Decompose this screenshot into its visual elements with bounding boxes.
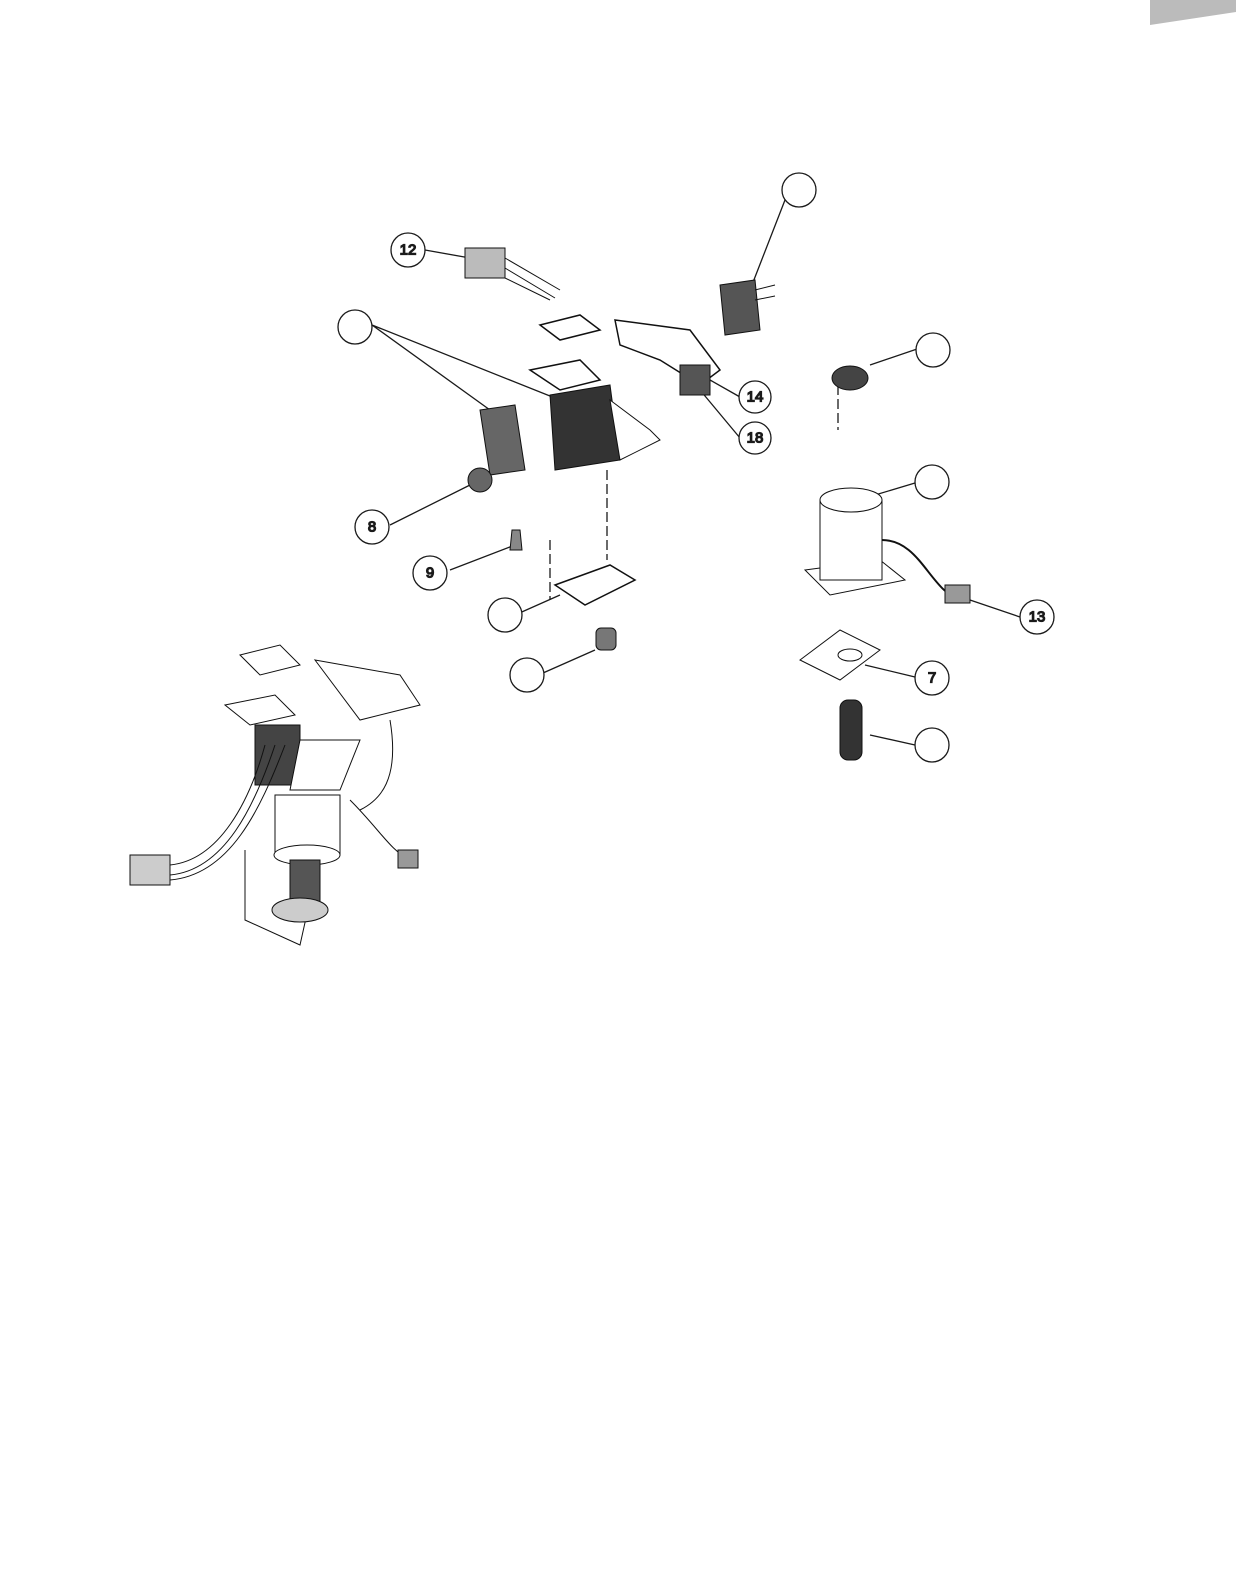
callout-18: 18 (738, 421, 772, 455)
leader-coil (874, 482, 916, 496)
callout-7: 7 (914, 660, 950, 696)
callout-9: 9 (412, 555, 448, 591)
svg-text:12: 12 (400, 242, 417, 259)
switch-top (719, 279, 776, 336)
cap (831, 365, 869, 391)
svg-text:14: 14 (747, 389, 764, 406)
callout-8: 8 (354, 509, 390, 545)
leader-18 (699, 389, 741, 439)
leader-plunger (542, 649, 596, 674)
callout-spring (914, 727, 950, 763)
svg-text:9: 9 (426, 565, 434, 582)
leader-cap (869, 347, 921, 366)
assembled-view (129, 644, 421, 946)
leader-9 (449, 544, 516, 571)
connector-12 (464, 247, 561, 301)
callout-left (337, 309, 373, 345)
bracket-frame (528, 314, 722, 471)
svg-text:7: 7 (928, 670, 936, 687)
svg-text:8: 8 (368, 519, 376, 536)
leader-14 (709, 379, 741, 398)
screw-9 (509, 529, 523, 551)
callout-coil (914, 464, 950, 500)
scan-artifact (1150, 0, 1236, 25)
callout-plunger (509, 657, 545, 693)
svg-text:18: 18 (747, 430, 764, 447)
callout-cap (915, 332, 951, 368)
svg-text:13: 13 (1029, 609, 1046, 626)
leader-spring (869, 734, 916, 746)
callout-14: 14 (738, 380, 772, 414)
callout-top (781, 172, 817, 208)
leader-plate (514, 594, 561, 616)
callout-13: 13 (1019, 599, 1055, 635)
base-plate (553, 564, 637, 606)
callout-12: 12 (390, 232, 426, 268)
spring (839, 699, 863, 761)
knob-8 (467, 467, 493, 493)
plunger (595, 627, 617, 651)
leader-7 (864, 664, 916, 678)
leader-12 (424, 249, 471, 259)
bracket-7 (799, 629, 881, 681)
leader-8 (389, 479, 481, 526)
callout-plate (487, 597, 523, 633)
leader-13 (969, 599, 1021, 618)
leader-top (749, 199, 786, 291)
switch-left (479, 404, 526, 476)
leader-left (371, 324, 561, 411)
coil-assembly (803, 487, 971, 604)
